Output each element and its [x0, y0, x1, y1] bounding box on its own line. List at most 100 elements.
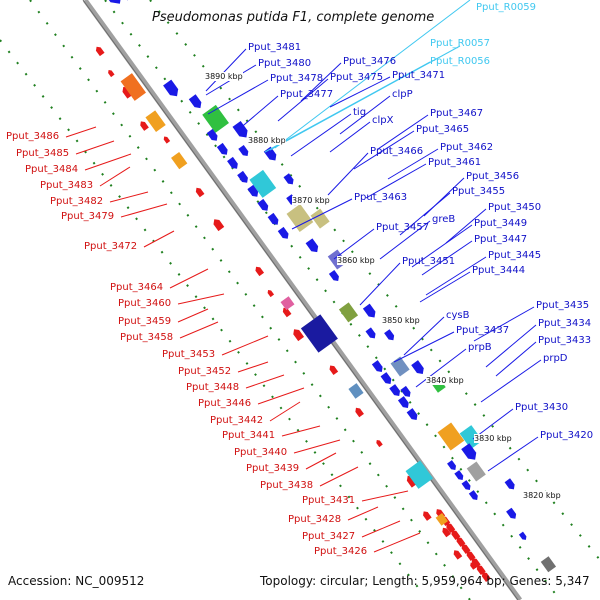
- left-leader-line: [84, 153, 132, 171]
- reverse-gene-block: [171, 151, 188, 170]
- gene-label-pput_3456: Pput_3456: [466, 171, 520, 182]
- right-leader-line: [411, 224, 473, 268]
- reverse-gene-arrow: [293, 329, 305, 342]
- right-leader-line: [473, 306, 535, 342]
- left-leader-line: [245, 374, 285, 389]
- reverse-gene-arrow: [423, 511, 432, 521]
- reverse-gene-block: [280, 296, 295, 311]
- forward-gene-arrow: [216, 142, 228, 155]
- gene-label-pput_3434: Pput_3434: [538, 318, 592, 329]
- right-leader-line: [277, 78, 329, 122]
- gene-label-pput_3450: Pput_3450: [488, 202, 542, 213]
- gene-label-pput_3459: Pput_3459: [118, 316, 172, 327]
- forward-gene-block: [202, 104, 229, 133]
- forward-gene-arrow: [506, 507, 517, 519]
- forward-gene-block: [459, 425, 483, 450]
- left-leader-line: [293, 439, 341, 454]
- forward-gene-arrow: [277, 226, 289, 239]
- left-leader-line: [237, 361, 269, 373]
- topology-text: Topology: circular; Length: 5,959,964 bp…: [260, 574, 590, 588]
- gene-label-pput_3481: Pput_3481: [248, 42, 302, 53]
- gene-label-pput_3433: Pput_3433: [538, 335, 592, 346]
- forward-gene-arrow: [263, 146, 277, 161]
- right-leader-line: [377, 114, 429, 150]
- gene-label-pput_3444: Pput_3444: [472, 265, 526, 276]
- left-leader-line: [221, 335, 269, 356]
- gene-label-greb: greB: [432, 214, 456, 225]
- right-leader-line: [205, 48, 247, 92]
- forward-gene-arrow: [232, 120, 248, 138]
- left-leader-line: [169, 268, 209, 289]
- forward-gene-arrow: [328, 269, 339, 282]
- gene-label-pput_3448: Pput_3448: [186, 382, 240, 393]
- right-leader-line: [485, 324, 537, 368]
- right-leader-line: [333, 228, 375, 260]
- forward-gene-arrow: [238, 144, 249, 157]
- gene-label-prpb: prpB: [468, 342, 492, 353]
- left-leader-line: [109, 191, 149, 203]
- gene-label-pput_3466: Pput_3466: [370, 146, 424, 157]
- gene-label-clpx: clpX: [372, 115, 394, 126]
- gene-label-pput_3455: Pput_3455: [452, 186, 506, 197]
- left-leader-line: [99, 166, 131, 187]
- reverse-gene-arrow: [282, 307, 292, 318]
- forward-gene-arrow: [447, 460, 457, 470]
- forward-gene-arrow: [163, 79, 179, 97]
- gene-label-pput_3472: Pput_3472: [84, 241, 138, 252]
- tick-label: 3840 kbp: [426, 376, 464, 385]
- rna-leader-line: [274, 0, 471, 149]
- gene-label-pput_3460: Pput_3460: [118, 298, 172, 309]
- tick-label: 3820 kbp: [523, 491, 561, 500]
- forward-gene-arrow: [267, 212, 279, 225]
- reverse-gene-arrow: [453, 550, 463, 560]
- left-leader-line: [269, 401, 301, 422]
- gene-label-pput_3430: Pput_3430: [515, 402, 569, 413]
- gene-label-pput_3438: Pput_3438: [260, 480, 314, 491]
- gene-label-pput_3485: Pput_3485: [16, 148, 70, 159]
- left-leader-line: [319, 466, 359, 487]
- gene-label-pput_3478: Pput_3478: [270, 73, 324, 84]
- reverse-gene-arrow: [267, 289, 275, 298]
- gene-label-pput_3442: Pput_3442: [210, 415, 264, 426]
- right-leader-line: [290, 113, 352, 157]
- tick-label: 3880 kbp: [248, 136, 286, 145]
- forward-gene-arrow: [227, 156, 238, 169]
- right-leader-line: [387, 148, 439, 180]
- forward-gene-arrow: [237, 170, 248, 183]
- reverse-gene-arrow: [195, 187, 205, 198]
- gene-label-pput_3447: Pput_3447: [474, 234, 528, 245]
- right-leader-line: [403, 316, 445, 356]
- forward-gene-arrow: [504, 478, 515, 490]
- gene-label-pput_3477: Pput_3477: [280, 89, 334, 100]
- right-leader-line: [480, 359, 542, 403]
- right-leader-line: [495, 341, 537, 377]
- gene-label-pput_3457: Pput_3457: [376, 222, 430, 233]
- forward-gene-arrow: [518, 531, 527, 540]
- left-leader-line: [75, 140, 115, 155]
- forward-gene-arrow: [305, 238, 319, 253]
- gene-label-cysb: cysB: [446, 310, 470, 321]
- forward-gene-arrow: [400, 385, 411, 397]
- gene-label-pput_3439: Pput_3439: [246, 463, 300, 474]
- reverse-gene-arrow: [122, 86, 134, 99]
- gene-label-pput_3440: Pput_3440: [234, 447, 288, 458]
- forward-gene-arrow: [454, 470, 464, 480]
- reverse-gene-block: [300, 314, 338, 353]
- gene-label-pput_r0057: Pput_R0057: [430, 38, 491, 49]
- right-leader-line: [445, 208, 487, 244]
- gene-label-pput_3451: Pput_3451: [402, 256, 456, 267]
- gene-label-pput_3420: Pput_3420: [540, 430, 594, 441]
- left-leader-line: [361, 490, 409, 502]
- forward-gene-arrow: [371, 360, 383, 372]
- forward-gene-arrow: [206, 128, 218, 141]
- gene-label-pput_r0059: Pput_R0059: [476, 2, 537, 13]
- gene-label-pput_3486: Pput_3486: [6, 131, 60, 142]
- gene-label-pput_3452: Pput_3452: [178, 366, 232, 377]
- gene-label-pput_3484: Pput_3484: [25, 164, 79, 175]
- right-leader-line: [329, 76, 391, 108]
- gene-label-pput_3463: Pput_3463: [354, 192, 408, 203]
- left-leader-line: [177, 308, 209, 323]
- forward-gene-block: [437, 422, 465, 451]
- gene-label-pput_3458: Pput_3458: [120, 332, 174, 343]
- left-leader-line: [305, 452, 337, 470]
